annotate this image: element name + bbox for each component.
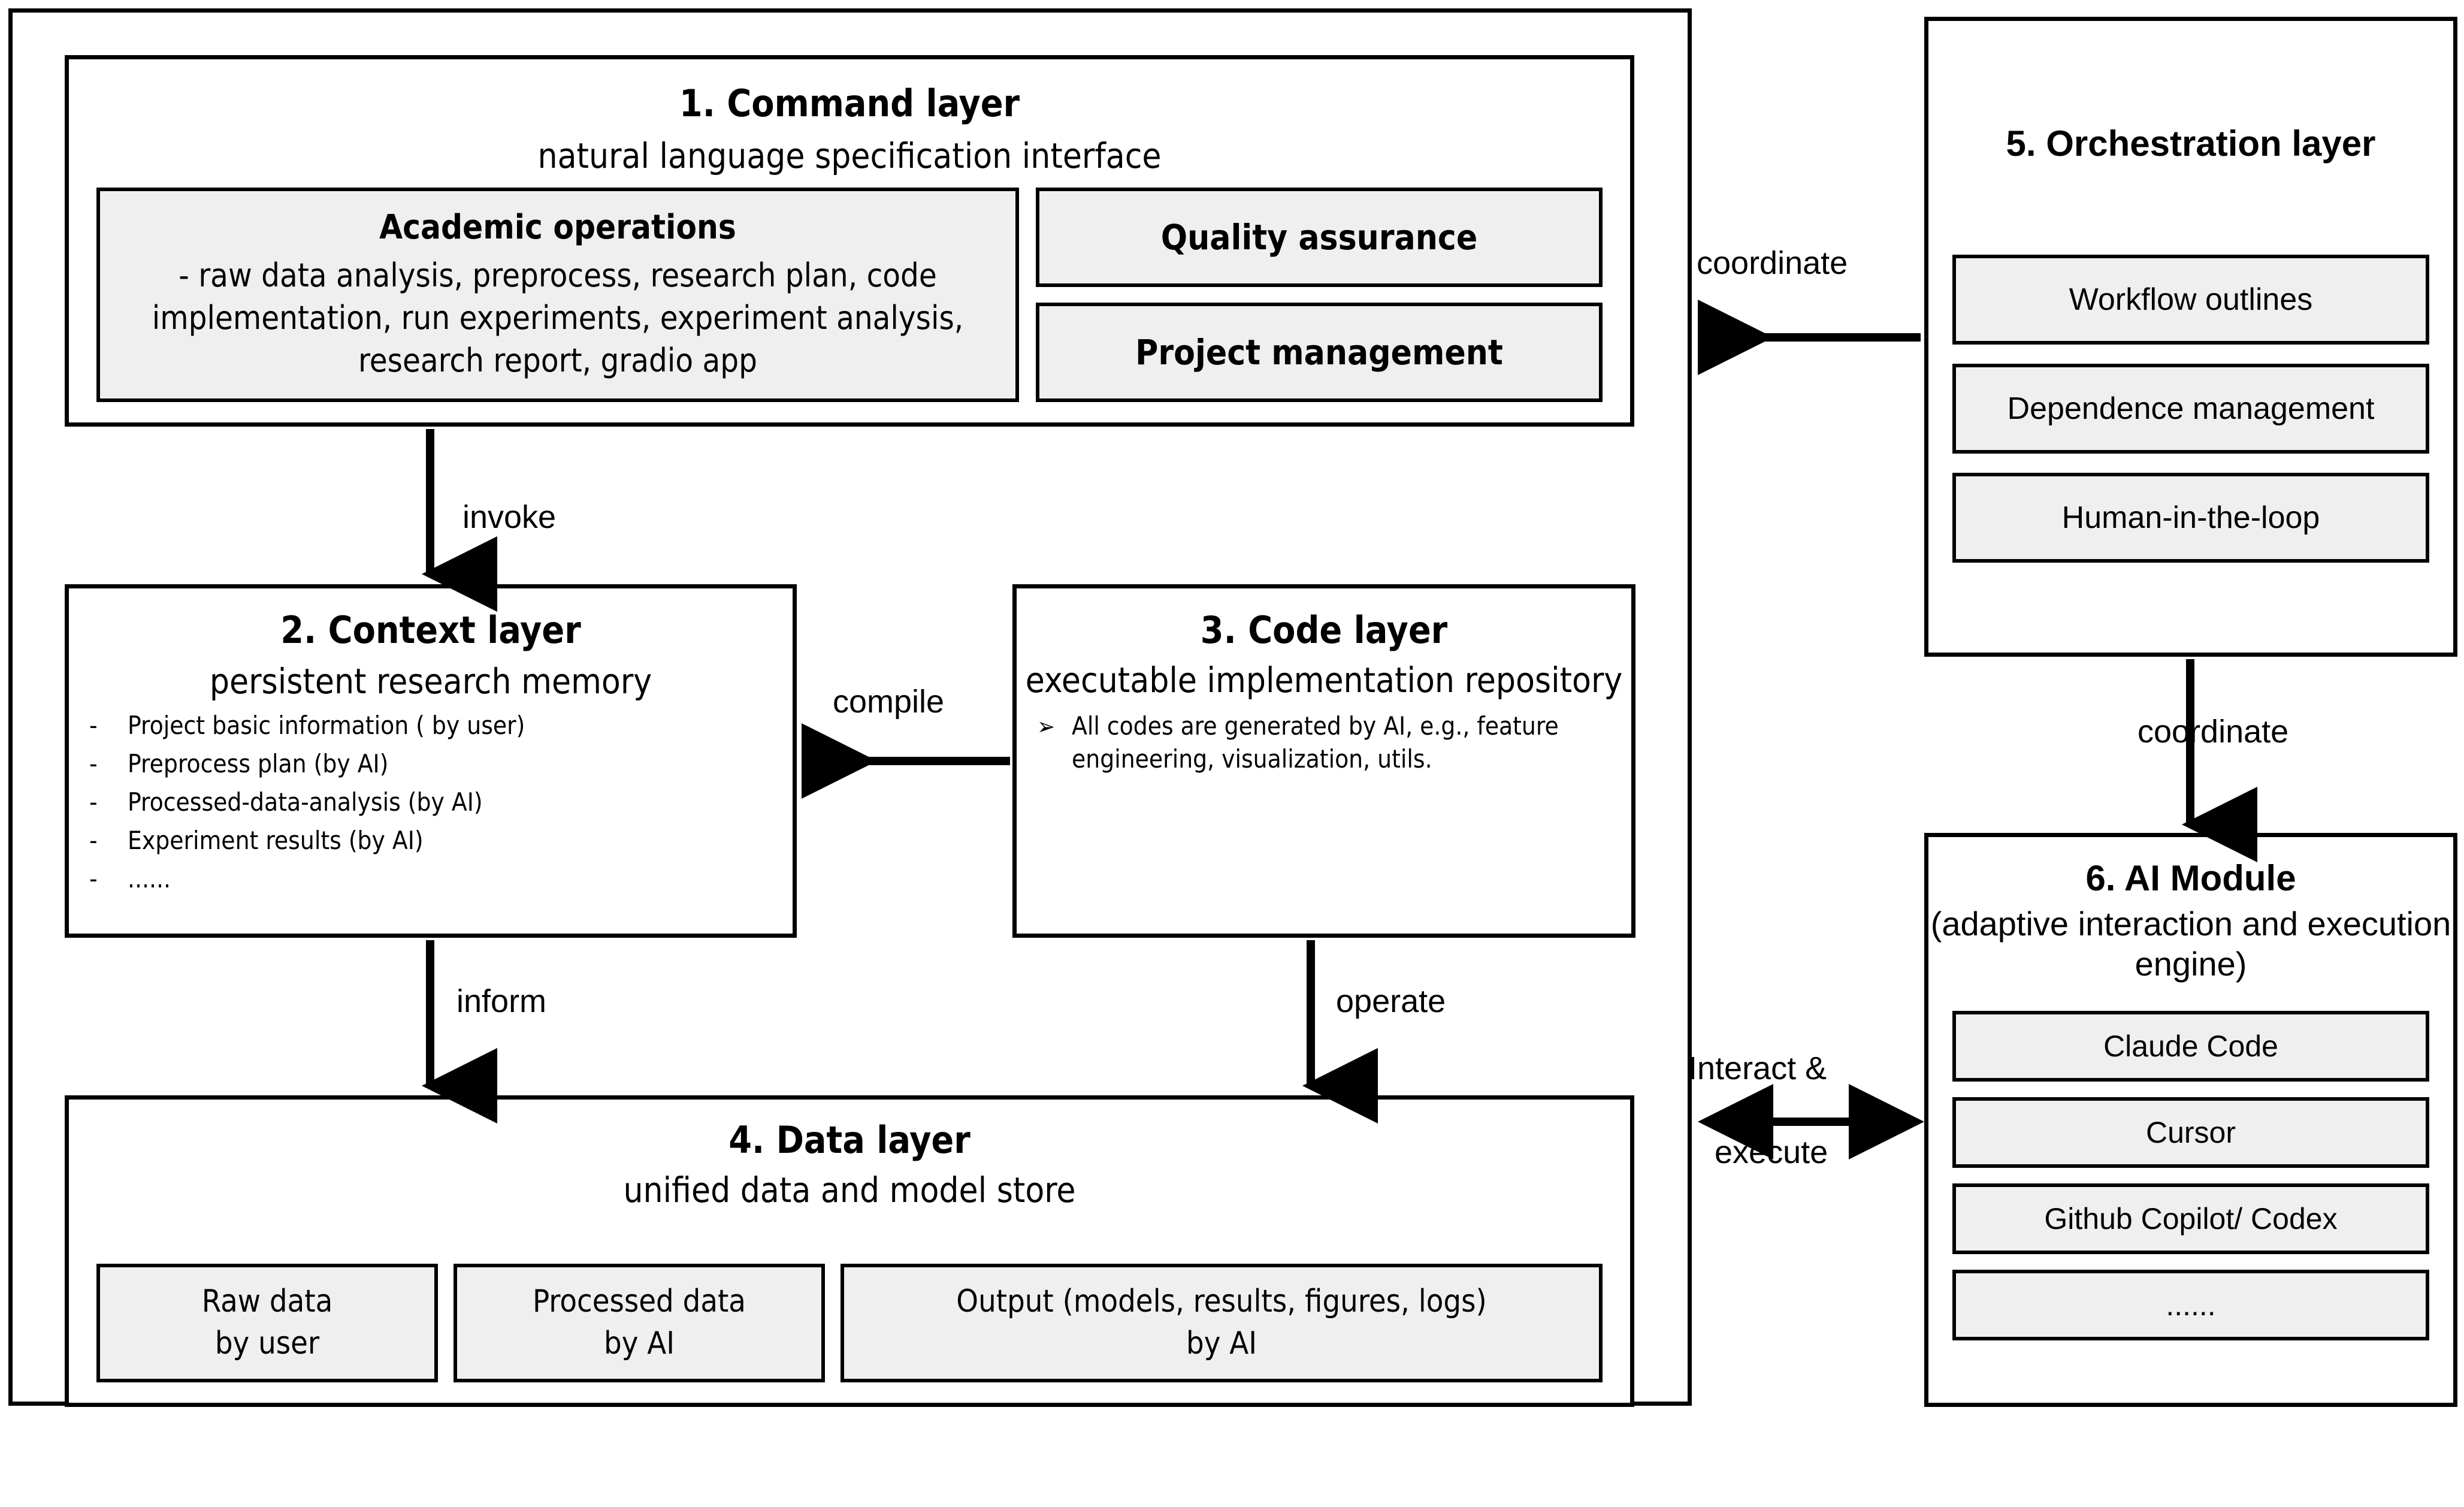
ai-module-more-box[interactable]: ...... [1952, 1270, 2429, 1340]
data-layer-subtitle: unified data and model store [623, 1170, 1076, 1211]
command-layer-subtitle: natural language specification interface [537, 135, 1162, 177]
ai-module-items: Claude Code Cursor Github Copilot/ Codex… [1952, 1011, 2429, 1340]
code-layer-bullet: ➢ All codes are generated by AI, e.g., f… [1017, 701, 1631, 776]
academic-operations-body: - raw data analysis, preprocess, researc… [152, 256, 964, 380]
arrow-bullet-icon: ➢ [1037, 712, 1056, 741]
list-item-label: Processed-data-analysis (by AI) [128, 787, 483, 817]
bullet-dash-icon: - [89, 863, 98, 893]
list-item-label: ...... [128, 863, 171, 893]
connector-label-interact: Interact & [1688, 1050, 1827, 1086]
code-layer-title: 3. Code layer [1200, 608, 1448, 652]
list-item-label: Project basic information ( by user) [128, 710, 525, 740]
list-item: - Project basic information ( by user) [89, 710, 781, 740]
context-memory-list: - Project basic information ( by user) -… [69, 710, 793, 892]
processed-data-box[interactable]: Processed data by AI [454, 1264, 825, 1382]
bullet-dash-icon: - [89, 710, 98, 740]
context-layer-title: 2. Context layer [280, 608, 581, 652]
ai-module-subtitle: (adaptive interaction and execution engi… [1930, 905, 2451, 983]
connector-label-execute: execute [1715, 1134, 1828, 1170]
project-management-box[interactable]: Project management [1036, 303, 1603, 402]
connector-label-inform: inform [456, 983, 547, 1019]
bullet-dash-icon: - [89, 748, 98, 778]
list-item: - Experiment results (by AI) [89, 828, 781, 853]
code-layer-subtitle: executable implementation repository [1025, 660, 1623, 701]
cursor-box[interactable]: Cursor [1952, 1097, 2429, 1168]
list-item: - Processed-data-analysis (by AI) [89, 787, 781, 817]
ai-module-title: 6. AI Module [2085, 858, 2296, 898]
academic-operations-title: Academic operations [379, 207, 736, 247]
output-data-box[interactable]: Output (models, results, figures, logs) … [841, 1264, 1603, 1382]
context-layer-box: 2. Context layer persistent research mem… [65, 584, 797, 938]
claude-code-box[interactable]: Claude Code [1952, 1011, 2429, 1082]
list-item-label: Experiment results (by AI) [128, 825, 424, 855]
data-layer-title: 4. Data layer [728, 1118, 971, 1162]
connector-label-coordinate-horizontal: coordinate [1697, 245, 1848, 281]
code-layer-box: 3. Code layer executable implementation … [1012, 584, 1635, 938]
dependence-management-box[interactable]: Dependence management [1952, 364, 2429, 454]
data-layer-box: 4. Data layer unified data and model sto… [65, 1095, 1634, 1407]
quality-assurance-box[interactable]: Quality assurance [1036, 188, 1603, 287]
human-in-the-loop-box[interactable]: Human-in-the-loop [1952, 473, 2429, 563]
github-copilot-codex-box[interactable]: Github Copilot/ Codex [1952, 1183, 2429, 1254]
orchestration-items: Workflow outlines Dependence management … [1952, 255, 2429, 563]
list-item: - Preprocess plan (by AI) [89, 751, 781, 777]
orchestration-layer-title: 5. Orchestration layer [2006, 123, 2376, 164]
bullet-dash-icon: - [89, 787, 98, 817]
connector-label-invoke: invoke [462, 499, 557, 535]
connector-label-operate: operate [1336, 983, 1446, 1019]
list-item-label: Preprocess plan (by AI) [128, 748, 389, 778]
raw-data-box[interactable]: Raw data by user [96, 1264, 438, 1382]
context-layer-subtitle: persistent research memory [209, 661, 652, 702]
code-layer-bullet-text: All codes are generated by AI, e.g., fea… [1072, 711, 1559, 774]
connector-label-coordinate-vertical: coordinate [2138, 714, 2289, 750]
bullet-dash-icon: - [89, 825, 98, 855]
ai-module-box: 6. AI Module (adaptive interaction and e… [1924, 833, 2457, 1407]
workflow-outlines-box[interactable]: Workflow outlines [1952, 255, 2429, 345]
list-item: - ...... [89, 866, 781, 892]
orchestration-layer-box: 5. Orchestration layer Workflow outlines… [1924, 17, 2457, 657]
command-layer-subboxes: Academic operations - raw data analysis,… [96, 188, 1603, 402]
command-layer-box: 1. Command layer natural language specif… [65, 55, 1634, 427]
data-store-boxes: Raw data by user Processed data by AI Ou… [96, 1264, 1603, 1382]
command-layer-title: 1. Command layer [679, 81, 1020, 125]
connector-label-compile: compile [833, 684, 945, 720]
academic-operations-box[interactable]: Academic operations - raw data analysis,… [96, 188, 1019, 402]
qa-pm-stack: Quality assurance Project management [1036, 188, 1603, 402]
